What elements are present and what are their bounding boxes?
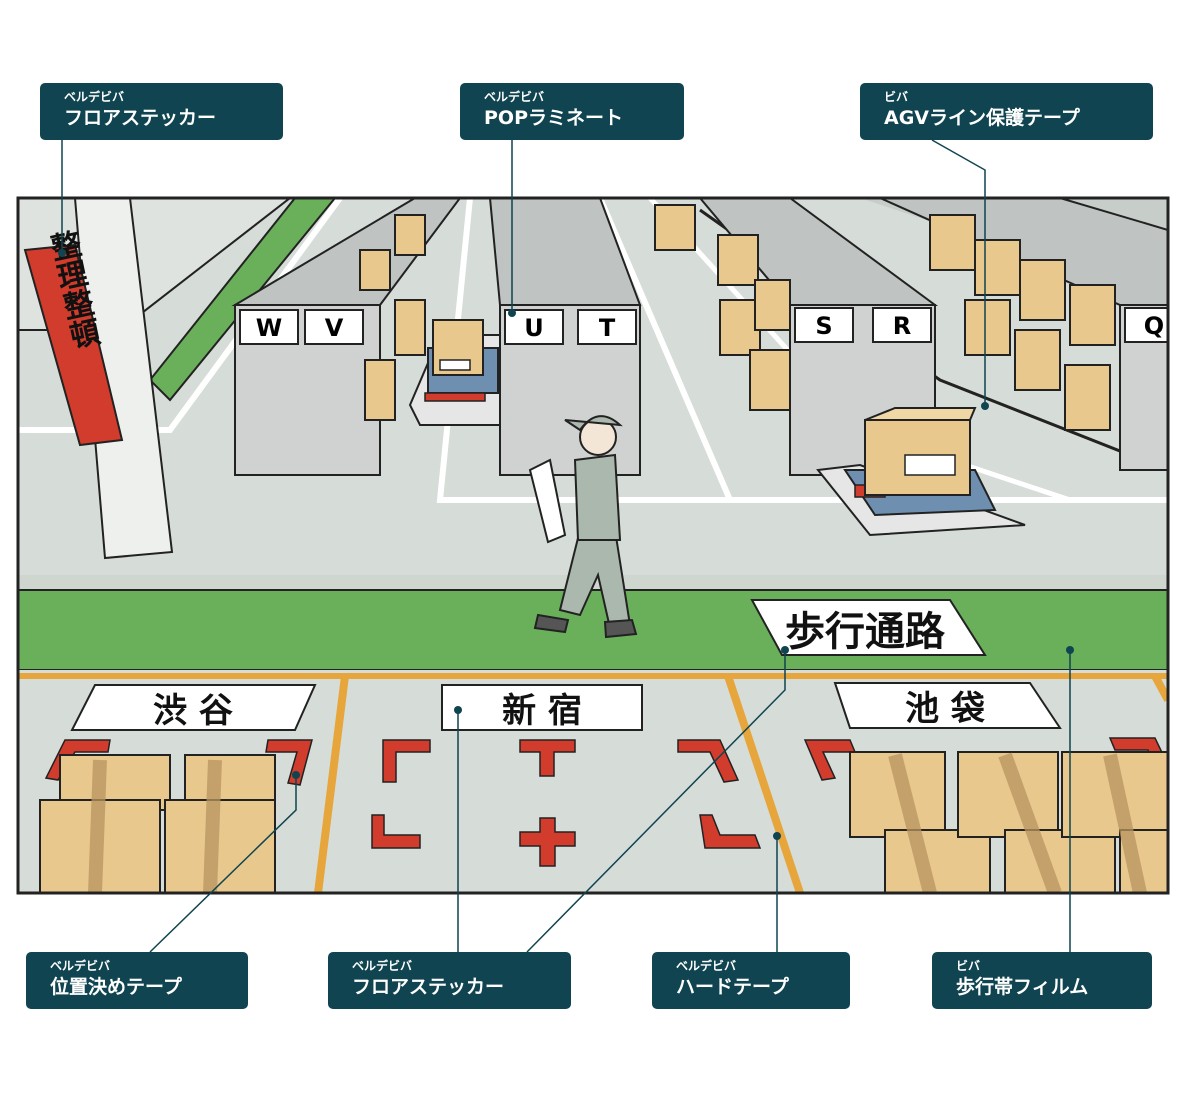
callout-sub: ベルデビバ [64,90,125,104]
green-walkway [18,589,1168,671]
callout-floor-sticker-bottom: ベルデビバ フロアステッカー [328,952,571,1009]
shelf-q [879,198,1168,471]
callout-walkway-film: ビバ 歩行帯フィルム [932,952,1152,1009]
walkway-sign-text: 歩行通路 [785,609,946,655]
callout-pop-laminate: ベルデビバ POPラミネート [460,83,684,140]
callout-main: フロアステッカー [64,107,217,129]
leader-dots [58,249,1074,840]
callout-position-tape: ベルデビバ 位置決めテープ [26,952,248,1009]
walkway-sign: 歩行通路 [750,599,987,656]
callout-sub: ベルデビバ [676,959,737,973]
zone-ikebukuro: 池 袋 [905,689,985,729]
agv-large [816,407,1026,537]
illustration-frame [16,196,1170,895]
callout-hard-tape: ベルデビバ ハードテープ [652,952,850,1009]
shelf-letter-r: R [893,312,911,340]
callout-sub: ベルデビバ [484,90,545,104]
callout-sub: ベルデビバ [352,959,413,973]
shelf-sr [654,198,939,476]
zone-shinjuku: 新 宿 [502,691,582,731]
zone-dividers [18,673,1168,893]
worker [528,415,638,639]
zone-signs: 渋 谷 新 宿 池 袋 [70,682,1062,731]
agv-small [408,319,501,426]
callout-agv-tape: ビバ AGVライン保護テープ [860,83,1153,140]
left-green-strip [148,198,337,402]
leader-lines [61,139,1071,953]
callout-main: フロアステッカー [352,976,505,998]
pillar: 整理整頓 [23,198,174,560]
shelf-letter-q: Q [1144,312,1164,340]
callout-floor-sticker-top: ベルデビバ フロアステッカー [40,83,283,140]
callout-sub: ベルデビバ [50,959,111,973]
shelf-letter-signs: W V U T S R Q [239,307,1168,345]
zone-shibuya: 渋 谷 [153,691,233,731]
callout-sub: ビバ [884,90,909,104]
shelf-letter-v: V [325,314,344,342]
callout-main: 位置決めテープ [50,976,182,998]
shelf-letter-t: T [599,314,616,342]
callout-main: ハードテープ [676,976,789,998]
position-markers [44,737,1168,867]
callout-main: 歩行帯フィルム [956,976,1089,998]
callout-main: POPラミネート [484,107,624,129]
shelf-letter-u: U [524,314,544,342]
callout-sub: ビバ [956,959,981,973]
callout-main: AGVライン保護テープ [884,107,1080,129]
shelf-letter-w: W [256,314,282,342]
shelf-letter-s: S [815,312,832,340]
